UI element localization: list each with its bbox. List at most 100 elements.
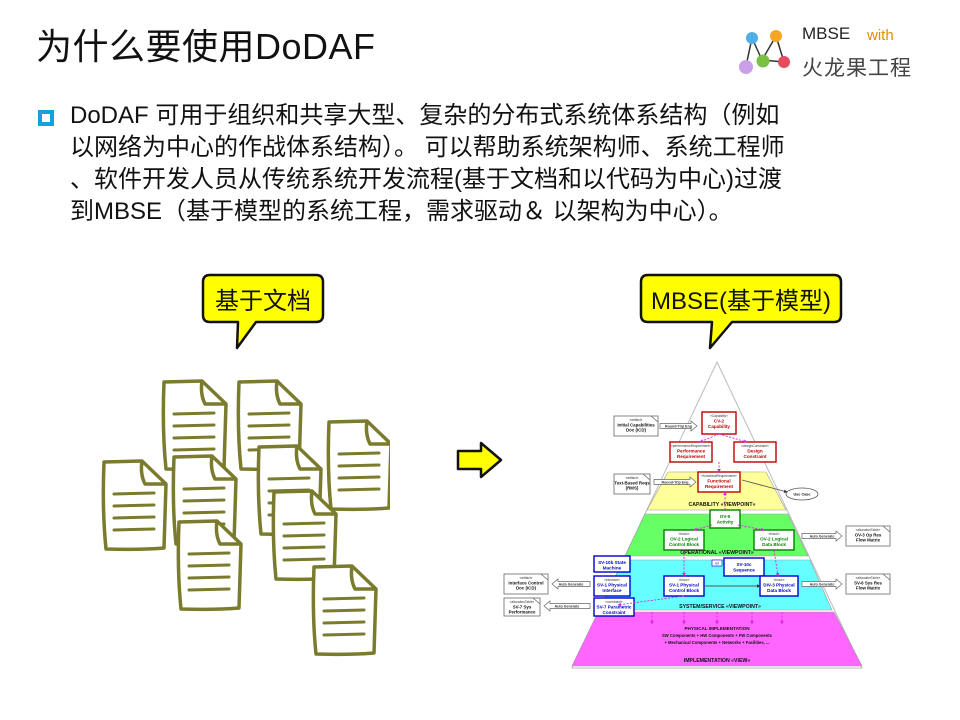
svg-text:Functional: Functional: [707, 479, 730, 484]
svg-text:SV-7 Parametric: SV-7 Parametric: [597, 605, 632, 610]
svg-text:(RMS): (RMS): [626, 486, 639, 491]
logo-dot: [770, 30, 782, 42]
svg-text:SV-1 Physical: SV-1 Physical: [597, 583, 627, 588]
svg-text:Initial Capabilities: Initial Capabilities: [617, 423, 655, 428]
ref-label: ref: [715, 562, 719, 566]
relation-line: [693, 524, 713, 531]
bullet-paragraph: DoDAF 可用于组织和共享大型、复杂的分布式系统体系结构（例如 以网络为中心的…: [70, 100, 860, 228]
brand-logo: MBSE with 火龙果工程: [736, 18, 946, 88]
bullet-line: 到MBSE（基于模型的系统工程，需求驱动＆ 以架构为中心）。: [70, 198, 733, 225]
svg-text:«performanceRequirement»: «performanceRequirement»: [671, 444, 711, 448]
svg-text:«block»: «block»: [774, 578, 785, 582]
logo-text-company: 火龙果工程: [802, 57, 912, 80]
logo-dot: [739, 60, 753, 74]
svg-text:«artifact»: «artifact»: [629, 418, 642, 422]
svg-text:Capability: Capability: [708, 424, 730, 429]
use-case-oval: [785, 487, 819, 501]
svg-text:Design: Design: [747, 449, 763, 454]
svg-text:Control Block: Control Block: [669, 588, 700, 593]
right-arrow-icon: [456, 441, 503, 479]
logo-text-mbse: MBSE: [802, 24, 851, 43]
svg-text:Doc (ICD): Doc (ICD): [516, 586, 537, 591]
svg-text:Data Block: Data Block: [767, 588, 791, 593]
connector-arrow: Auto Generate: [551, 578, 591, 590]
use-case-label: Use Case: [793, 493, 810, 497]
svg-text:«block»: «block»: [769, 532, 780, 536]
logo-dot: [756, 54, 770, 68]
bullet-line: 以网络为中心的作战体系结构）。 可以帮助系统架构师、系统工程师: [70, 134, 785, 161]
svg-text:Control Block: Control Block: [669, 542, 700, 547]
svg-text:Constraint: Constraint: [744, 454, 767, 459]
callout-document-based: 基于文档: [200, 272, 326, 352]
svg-text:«artifact»: «artifact»: [625, 476, 638, 480]
relation-line: [773, 549, 780, 577]
document-icon: [176, 519, 243, 612]
slide-title: 为什么要使用DoDAF: [36, 26, 376, 67]
transition-arrow: [455, 440, 505, 485]
svg-text:«interface»: «interface»: [604, 578, 620, 582]
logo-dot: [778, 56, 790, 68]
connector-label: Auto Generate: [810, 535, 835, 539]
svg-text:«functionalRequirement»: «functionalRequirement»: [701, 474, 737, 478]
svg-text:Text-Based Reqs: Text-Based Reqs: [614, 481, 650, 486]
connector-arrow: Round-Trip Eng: [653, 476, 697, 488]
svg-text:Performance: Performance: [677, 449, 706, 454]
svg-text:«block»: «block»: [679, 532, 690, 536]
logo-graph-icon: [739, 30, 790, 74]
svg-text:Interface Control: Interface Control: [508, 581, 543, 586]
callout-bubble-shape: [201, 273, 325, 350]
tier-label: OPERATIONAL «VIEWPOINT»: [680, 550, 754, 556]
callout-model-based: MBSE(基于模型): [638, 272, 844, 352]
svg-text:Data Block: Data Block: [762, 542, 786, 547]
pyramid-box-perf: «performanceRequirement»PerformanceRequi…: [669, 441, 713, 463]
relation-line: [617, 595, 685, 607]
callout-label: MBSE(基于模型): [651, 288, 831, 315]
pyramid-box-func: «functionalRequirement»FunctionalRequire…: [697, 471, 741, 493]
document-icon: [101, 459, 168, 552]
svg-text:Requirement: Requirement: [677, 454, 706, 459]
document-icon: [161, 379, 228, 472]
svg-text:«block»: «block»: [679, 578, 690, 582]
svg-text:«allocationTable»: «allocationTable»: [856, 576, 881, 580]
connector-label: Auto Generate: [810, 583, 835, 587]
svg-text:OV-2 Logical: OV-2 Logical: [670, 537, 698, 542]
document-icon: [311, 564, 378, 657]
documents-illustration: [101, 379, 393, 657]
bullet-line: 、软件开发人员从传统系统开发流程(基于文档和以代码为中心)过渡: [70, 166, 782, 193]
svg-text:SV-6 Sys Res: SV-6 Sys Res: [854, 581, 882, 586]
document-icon: [271, 489, 338, 582]
connector-arrow: Round-Trip Eng: [659, 420, 698, 432]
document-icon: [326, 419, 393, 512]
connector-arrow: Auto Generate: [801, 578, 843, 590]
tier-label: CAPABILITY «VIEWPOINT»: [689, 502, 756, 508]
impl-line: SW Components + HW Components + FW Compo…: [662, 633, 773, 638]
connector-arrow: Auto Generate: [801, 530, 843, 542]
document-pile: [90, 365, 393, 690]
svg-text:Flow Matrix: Flow Matrix: [856, 586, 881, 591]
svg-text:OV-2 Logical: OV-2 Logical: [760, 537, 788, 542]
impl-line: PHYSICAL IMPLEMENTATION: [684, 626, 750, 631]
connector-label: Round-Trip Eng: [662, 481, 689, 485]
svg-text:OV-5: OV-5: [720, 514, 731, 519]
svg-text:OV-3 Op Res: OV-3 Op Res: [855, 533, 882, 538]
relation-line: [737, 524, 765, 532]
svg-text:«artifact»: «artifact»: [519, 576, 532, 580]
bullet-square-icon: [38, 110, 54, 126]
tier-label: SYSTEM/SERVICE «VIEWPOINT»: [679, 604, 761, 610]
svg-text:SV-1 Physical: SV-1 Physical: [669, 583, 699, 588]
svg-text:«constraint»: «constraint»: [605, 600, 623, 604]
relation-line: [741, 479, 788, 493]
svg-text:CV-2: CV-2: [714, 419, 725, 424]
svg-text:Requirement: Requirement: [705, 484, 734, 489]
svg-text:Activity: Activity: [717, 520, 734, 525]
